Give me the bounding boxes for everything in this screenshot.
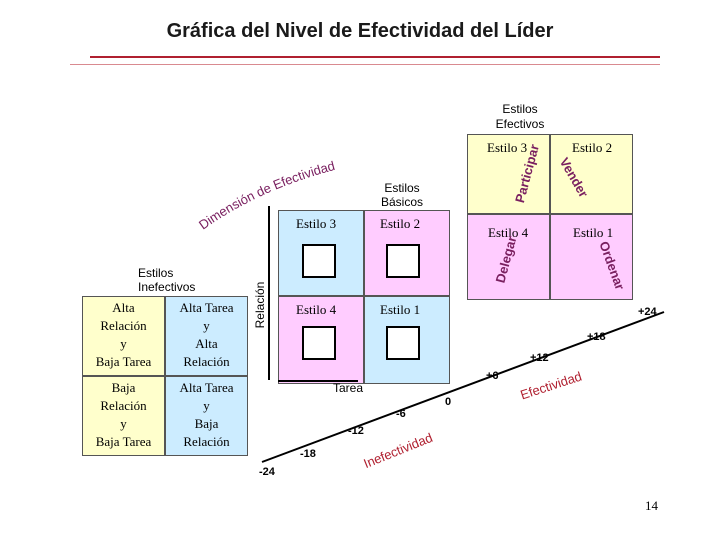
effective-quadrant-estilo1 [550,214,633,300]
effective-quadrant-estilo2 [550,134,633,214]
scale-pos-18: +18 [587,331,606,343]
ineffective-quadrant-top-right [165,296,248,376]
basic-box-1 [386,326,420,360]
scale-zero: 0 [445,396,452,408]
ineffective-quadrant-top-left [82,296,165,376]
scale-neg-24: -24 [259,466,275,478]
ineffective-quadrant-bottom-left [82,376,165,456]
effective-heading: Estilos Efectivos [495,102,545,131]
title-divider [90,56,660,58]
scale-pos-24: +24 [638,306,657,318]
basic-estilo4-label: Estilo 4 [296,302,337,317]
scale-neg-6: -6 [396,408,406,420]
ineffective-heading: Estilos Inefectivos [138,266,196,294]
ineffective-bottom-right-text: Alta Tarea y Baja Relación [179,380,234,449]
ineffective-top-left-text: Alta Relación y Baja Tarea [95,300,152,369]
basic-box-2 [386,244,420,278]
basic-heading: Estilos Básicos [380,181,424,209]
effectiveness-scale-line [261,311,665,463]
basic-box-3 [302,244,336,278]
relacion-axis-line [268,206,270,380]
effective-estilo3-label: Estilo 3 [487,140,528,155]
tarea-axis-line [278,380,358,382]
ineffective-bottom-left-text: Baja Relación y Baja Tarea [95,380,152,449]
basic-box-4 [302,326,336,360]
title-divider-light [70,64,660,65]
scale-pos-12: +12 [530,352,549,364]
scale-pos-6: +6 [486,370,499,382]
page-number: 14 [645,498,658,513]
basic-estilo1-label: Estilo 1 [380,302,421,317]
basic-estilo2-label: Estilo 2 [380,216,421,231]
basic-estilo3-label: Estilo 3 [296,216,337,231]
effective-estilo4-label: Estilo 4 [488,225,529,240]
ineffective-top-right-text: Alta Tarea y Alta Relación [179,300,234,369]
page-title: Gráfica del Nivel de Efectividad del Líd… [166,20,554,42]
scale-neg-18: -18 [300,448,316,460]
scale-neg-12: -12 [348,425,364,437]
tarea-axis-label: Tarea [333,381,364,395]
effective-quadrant-estilo3 [467,134,550,214]
ineffective-quadrant-bottom-right [165,376,248,456]
effective-quadrant-estilo4 [467,214,550,300]
effective-estilo1-label: Estilo 1 [573,225,614,240]
effective-estilo2-label: Estilo 2 [572,140,613,155]
